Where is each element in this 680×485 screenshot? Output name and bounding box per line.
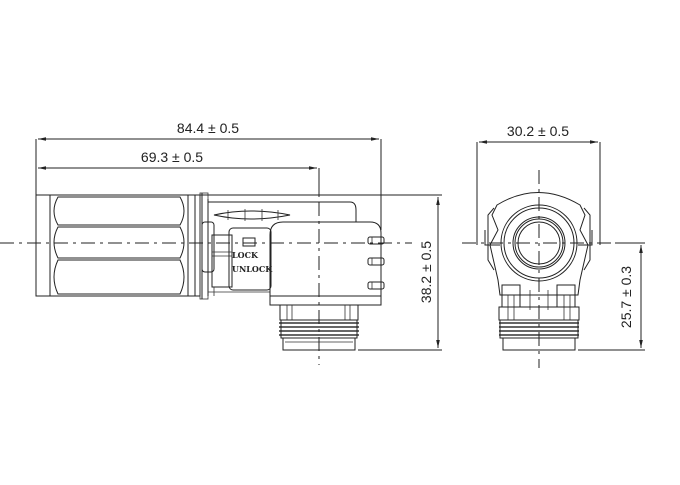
- dimension-overall-length: [35, 137, 382, 230]
- front-view: [462, 140, 645, 368]
- dimension-body-length: [38, 166, 320, 195]
- dimension-width: [476, 140, 601, 245]
- unlock-label: UNLOCK: [232, 264, 273, 274]
- center-height-label: 25.7 ± 0.3: [618, 266, 634, 328]
- right-angle-head: [269, 221, 385, 306]
- width-label: 30.2 ± 0.5: [507, 123, 569, 139]
- overall-length-label: 84.4 ± 0.5: [177, 120, 239, 136]
- height-label: 38.2 ± 0.5: [418, 241, 434, 303]
- body-length-label: 69.3 ± 0.5: [141, 149, 203, 165]
- knurled-grip: [35, 194, 201, 297]
- lock-label: LOCK: [232, 250, 259, 260]
- dimension-height: [358, 197, 442, 351]
- contact-pins: [367, 236, 385, 290]
- dimension-center-height: [578, 242, 645, 351]
- side-view: LOCK UNLOCK: [0, 137, 442, 365]
- housing-body: LOCK UNLOCK: [199, 192, 357, 300]
